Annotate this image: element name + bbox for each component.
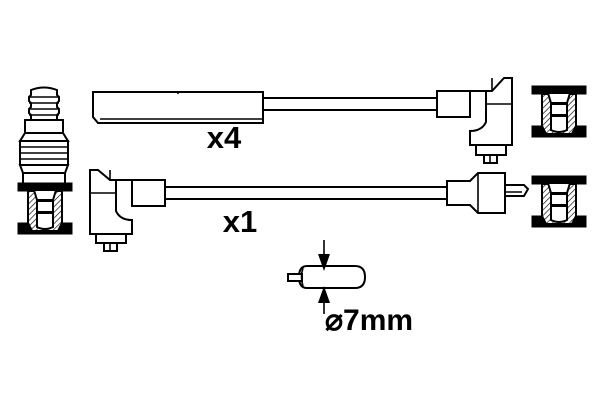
section-bore-lower [550, 205, 568, 223]
section-bore-upper [32, 189, 58, 201]
diameter-label: ⌀7mm [325, 304, 413, 337]
lower-quantity-label: x1 [223, 204, 257, 239]
connector-barrel [131, 179, 166, 207]
section-bore-mid [550, 103, 568, 116]
upper-left-straight-boot [92, 91, 264, 124]
section-bore-mid [550, 193, 568, 206]
upper-right-angle-connector [436, 77, 513, 164]
cable-core-stub [287, 273, 303, 282]
lower-right-straight-connector [446, 172, 530, 214]
connector-neck [475, 144, 507, 156]
lower-left-angle-connector [89, 169, 166, 252]
connector-section-lower-left [17, 182, 73, 235]
cable-section-body [297, 265, 367, 289]
lower-cable-assembly: x1 [89, 169, 530, 252]
dimension-arrow-upper [318, 254, 330, 271]
connector-barrel [436, 90, 471, 118]
dimension-arrow-lower [318, 286, 330, 303]
connector-section-upper-right [531, 85, 587, 138]
section-bore-upper [546, 92, 572, 104]
section-bore-lower [550, 115, 568, 133]
terminal-blade [504, 184, 530, 197]
terminal-body [446, 172, 506, 214]
upper-cable-assembly: x4 [92, 77, 513, 164]
boot-skirt [18, 164, 70, 174]
connector-section-lower-right [531, 175, 587, 228]
boot-collar [24, 119, 64, 134]
section-bore-mid [36, 200, 54, 213]
diameter-callout: ⌀7mm [287, 240, 413, 337]
section-bore-upper [546, 182, 572, 194]
section-bore-lower [36, 212, 54, 230]
upper-quantity-label: x4 [207, 120, 242, 155]
boot-shoulder [18, 132, 70, 142]
connector-neck [95, 233, 127, 244]
